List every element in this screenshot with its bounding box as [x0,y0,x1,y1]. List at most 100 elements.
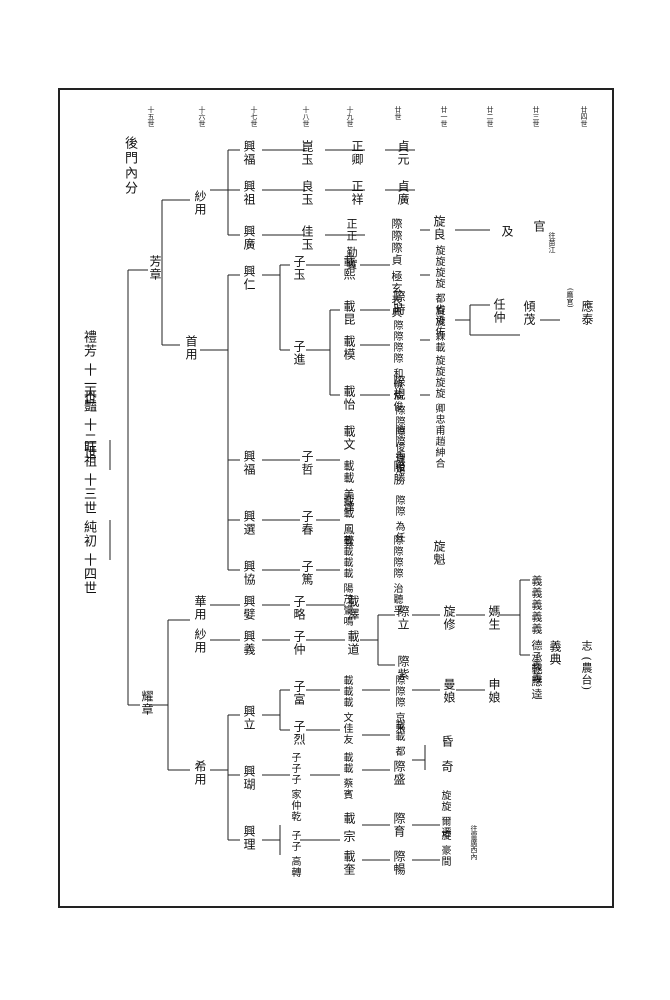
generation-label: 十九世 [346,106,354,127]
generation-label: 十八世 [302,106,310,127]
person-node: 際際際 俊理炬 [393,405,404,476]
person-node: 際際際貞 極玄表典 [390,218,403,319]
person-node: 載文 [342,425,356,451]
person-node: 昏 [440,735,454,748]
person-node: 佳玉 [300,225,314,251]
generation-label: 廿二世 [486,106,494,127]
person-node: 興福 [242,450,256,476]
person-node: 旋良 [432,215,446,241]
annotation: 往苗江 [548,232,556,253]
person-node: 首用 [184,335,198,361]
person-node: 載模 [342,335,356,361]
person-node: 申娘 [487,678,501,704]
person-node: 際育 [392,812,406,838]
person-node: 際規 [392,375,406,401]
person-node: 貞元 [396,140,410,166]
person-node: 際際際 京禾 [393,675,404,735]
person-node: 旋旋 霖載 [433,305,444,354]
person-node: 際際際際 和條倫俊 [391,320,402,413]
person-node: 子春 [300,510,314,536]
person-node: 子進 [292,340,306,366]
person-node: 義義 逵 [530,660,543,701]
person-node: 興福 [242,140,256,166]
generation-label: 廿一世 [440,106,448,127]
person-node: 載 宗 [342,812,356,843]
person-node: 旋魁 [432,540,446,566]
person-node: 載怡 [342,385,356,411]
person-node: 興理 [242,825,256,851]
person-node: 載載 鳳壹 [342,495,355,548]
person-node: 興義 [242,630,256,656]
person-node: 子略 [292,595,306,621]
person-node: 際紫 [396,655,410,681]
ancestor: 旺祖 十三世 [81,440,96,516]
person-node: 正祥 [350,180,364,206]
person-node: 子篤 [300,560,314,586]
person-node: 正正 勤實 [345,218,358,271]
person-node: 際盛 [392,760,406,786]
person-node: 華用 [193,595,207,621]
generation-label: 十六世 [198,106,206,127]
person-node: 載載 美達 [342,460,355,513]
person-node: 媽生 [487,605,501,631]
person-node: 良玉 [300,180,314,206]
person-node: 子烈 [292,720,306,746]
page-frame [58,88,614,908]
person-node: 際時 [392,290,406,316]
person-node: 興嬖 [242,595,256,621]
person-node: 及 [500,225,514,238]
person-node: 際勝 [392,460,406,486]
person-node: 子玉 [292,255,306,281]
person-node: 旋修 [442,605,456,631]
person-node: 際暢 [392,850,406,876]
person-node: 際際 為任 [393,495,404,544]
person-node: 子子子 家仲乾 [289,752,300,823]
person-node: 紗用 [193,190,207,216]
person-node: 興立 [242,705,256,731]
person-node: 旋旋旋旋 卿忠甫趙紳合 [433,355,444,470]
page-title: 後門內分 [122,136,137,196]
person-node: 興祖 [242,180,256,206]
person-node: 貞廣 [396,180,410,206]
person-node: 興選 [242,510,256,536]
person-node: 載載 都 [393,720,404,758]
person-node: 載載載 文佳友 [341,675,352,746]
person-node: 子富 [292,680,306,706]
person-node: 子哲 [300,450,314,476]
person-node: 載昆 [342,300,356,326]
person-node: 興協 [242,560,256,586]
person-node: 旋旋旋旋 都省汲佐 [433,245,444,338]
person-node: 義典 [548,640,562,666]
person-node: 興仁 [242,265,256,291]
generation-label: 廿三世 [532,106,540,127]
person-node: 義義義義義 德承乾應 [530,575,543,688]
person-node: 耀章 [140,690,154,716]
generation-label: 十五世 [147,106,155,127]
person-node: 希用 [193,760,207,786]
generation-label: 十七世 [250,106,258,127]
person-node: 載奎 [342,850,356,876]
person-node: 子仲 [292,630,306,656]
person-node: 志 (農台) [580,640,593,692]
generation-label: 廿四世 [580,106,588,127]
person-node: 際際 香俊 [393,425,404,474]
person-node: 載道 [346,630,360,656]
person-node: 載載 蔡賓 [341,752,352,801]
person-node: 應泰 [580,300,594,326]
ancestor: 純初 十四世 [81,520,96,596]
ancestor: 天豔 十二世 [81,385,96,461]
person-node: 官 [532,220,546,233]
person-node: 崑玉 [300,140,314,166]
person-node: 興廣 [242,225,256,251]
person-node: 載載載載 陽茂鸞鳴 [341,535,352,628]
person-node: 載澤 [346,595,360,621]
person-node: 際際際際 治聽孚 [391,535,402,617]
person-node: 紗用 [193,628,207,654]
person-node: 芳章 [148,255,162,281]
person-node: 奇 [440,760,454,773]
annotation: (鷹官) [566,288,574,308]
person-node: 曼娘 [442,678,456,704]
person-node: 任仲 [492,298,506,324]
